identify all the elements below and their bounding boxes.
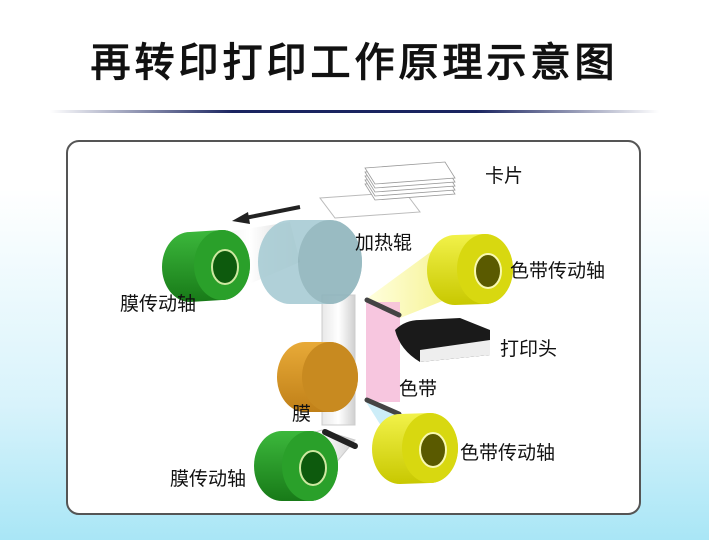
ribbon-drive-roller-bottom (372, 413, 458, 484)
ribbon-vertical (366, 302, 400, 402)
label-card: 卡片 (485, 165, 523, 187)
film-drive-roller-bottom (254, 431, 338, 501)
ribbon-drive-roller-top (427, 234, 513, 305)
label-film-drive-bottom: 膜传动轴 (170, 468, 246, 490)
label-film-drive-top: 膜传动轴 (120, 293, 196, 315)
label-print-head: 打印头 (500, 338, 557, 360)
film-drive-roller-top (162, 230, 250, 302)
card-stack (319, 161, 456, 219)
ribbon-guide-roller-top (364, 297, 402, 318)
label-ribbon: 色带 (399, 378, 437, 400)
ribbon-guide-roller-bottom (364, 397, 402, 417)
film-guide-roller (322, 429, 358, 449)
print-head (395, 318, 490, 362)
heat-roller (258, 220, 362, 304)
label-ribbon-drive-top: 色带传动轴 (510, 260, 605, 282)
label-ribbon-drive-bottom: 色带传动轴 (460, 442, 555, 464)
label-film: 膜 (292, 403, 311, 425)
title-divider (50, 110, 659, 113)
page-title: 再转印打印工作原理示意图 (90, 40, 619, 86)
feed-direction-arrow-icon (232, 205, 301, 224)
pressure-roller (277, 342, 358, 412)
label-heat-roller: 加热辊 (355, 232, 412, 254)
